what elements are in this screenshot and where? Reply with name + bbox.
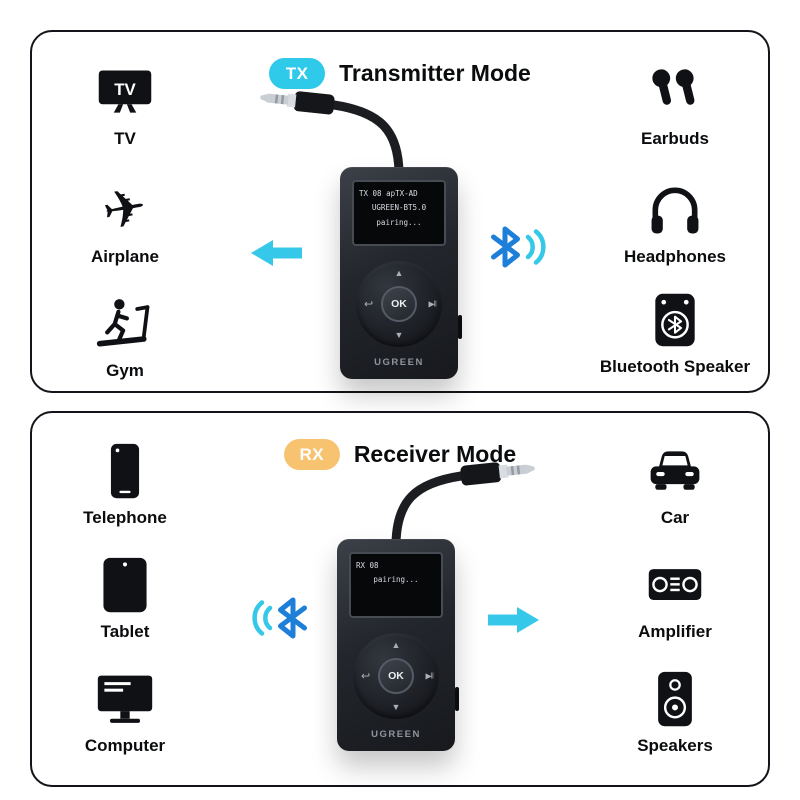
aux-cable xyxy=(391,462,535,548)
tx-panel-header: TX Transmitter Mode xyxy=(32,58,768,89)
device-screen: RX 08 pairing... xyxy=(349,552,443,618)
device-up-button: ▲ xyxy=(391,640,401,650)
item-tv: TV TV xyxy=(50,62,200,149)
left-arrow-icon xyxy=(251,240,302,266)
item-gym: Gym xyxy=(50,294,200,381)
bluetooth-icon xyxy=(491,226,546,268)
device-ok-button: OK xyxy=(378,658,414,694)
device-dpad: ▲ ▼ ↩ ▶‖ OK xyxy=(353,633,439,719)
aux-cable xyxy=(260,91,404,177)
device-screen-line: TX 08 apTX-AD xyxy=(359,189,418,198)
device-brand: UGREEN xyxy=(374,357,424,368)
item-label-tablet: Tablet xyxy=(100,622,150,641)
tx-mode-panel: TX Transmitter Mode TV TV ✈ Airplane xyxy=(30,30,770,393)
svg-text:TV: TV xyxy=(114,80,136,99)
device-screen-line: UGREEN-BT5.0 xyxy=(371,203,427,213)
item-label-speakers: Speakers xyxy=(637,736,713,755)
device-side-button xyxy=(455,687,459,711)
device-screen-line: pairing... xyxy=(373,575,419,585)
item-label-telephone: Telephone xyxy=(83,508,167,527)
item-label-amplifier: Amplifier xyxy=(638,622,712,641)
treadmill-icon xyxy=(95,294,155,354)
item-label-tv: TV xyxy=(114,129,136,148)
bluetooth-speaker-icon xyxy=(645,290,705,350)
tv-icon: TV xyxy=(95,62,155,122)
bluetooth-icon xyxy=(252,597,307,639)
device-play-pause-button: ▶‖ xyxy=(428,299,438,309)
monitor-icon xyxy=(95,669,155,729)
rx-panel-title: Receiver Mode xyxy=(353,441,517,467)
item-label-computer: Computer xyxy=(84,736,166,755)
item-label-headphones: Headphones xyxy=(623,247,727,266)
device-screen-line: RX 08 xyxy=(356,561,379,570)
item-airplane: ✈ Airplane xyxy=(50,177,200,267)
item-label-airplane: Airplane xyxy=(90,247,160,266)
airplane-icon: ✈ xyxy=(98,177,152,243)
car-icon xyxy=(645,441,705,501)
amplifier-icon xyxy=(645,555,705,615)
device-screen: TX 08 apTX-AD UGREEN-BT5.0 pairing... xyxy=(352,180,446,246)
device-screen-line: pairing... xyxy=(376,217,422,227)
device-back-button: ↩ xyxy=(364,298,374,311)
item-tablet: Tablet xyxy=(50,555,200,642)
tx-panel-title: Transmitter Mode xyxy=(339,60,531,86)
item-headphones: Headphones xyxy=(600,180,750,267)
device-ok-button: OK xyxy=(381,286,417,322)
item-label-gym: Gym xyxy=(106,361,144,380)
device-down-button: ▼ xyxy=(394,330,404,340)
speaker-icon xyxy=(645,669,705,729)
rx-badge: RX xyxy=(283,439,340,470)
item-label-car: Car xyxy=(660,508,690,527)
device-up-button: ▲ xyxy=(394,268,404,278)
device-brand: UGREEN xyxy=(371,729,421,740)
smartphone-icon xyxy=(95,441,155,501)
item-car: Car xyxy=(600,441,750,528)
headphones-icon xyxy=(645,180,705,240)
earbuds-icon xyxy=(645,62,705,122)
item-label-bluetooth-speaker: Bluetooth Speaker xyxy=(599,357,751,376)
rx-mode-panel: RX Receiver Mode Telephone Tablet xyxy=(30,411,770,787)
device-dpad: ▲ ▼ ↩ ▶‖ OK xyxy=(356,261,442,347)
right-arrow-icon xyxy=(488,607,539,633)
item-computer: Computer xyxy=(50,669,200,756)
rx-panel-header: RX Receiver Mode xyxy=(32,439,768,470)
item-telephone: Telephone xyxy=(50,441,200,528)
device-down-button: ▼ xyxy=(391,702,401,712)
bluetooth-adapter-device: RX 08 pairing... ▲ ▼ ↩ ▶‖ OK UGREEN xyxy=(337,539,459,751)
device-play-pause-button: ▶‖ xyxy=(425,671,435,681)
tablet-icon xyxy=(95,555,155,615)
item-earbuds: Earbuds xyxy=(600,62,750,149)
item-amplifier: Amplifier xyxy=(600,555,750,642)
item-speakers: Speakers xyxy=(600,669,750,756)
tx-badge: TX xyxy=(269,58,326,89)
item-bluetooth-speaker: Bluetooth Speaker xyxy=(580,290,770,377)
device-side-button xyxy=(458,315,462,339)
device-back-button: ↩ xyxy=(361,670,371,683)
item-label-earbuds: Earbuds xyxy=(640,129,710,148)
bluetooth-adapter-device: TX 08 apTX-AD UGREEN-BT5.0 pairing... ▲ … xyxy=(340,167,462,379)
